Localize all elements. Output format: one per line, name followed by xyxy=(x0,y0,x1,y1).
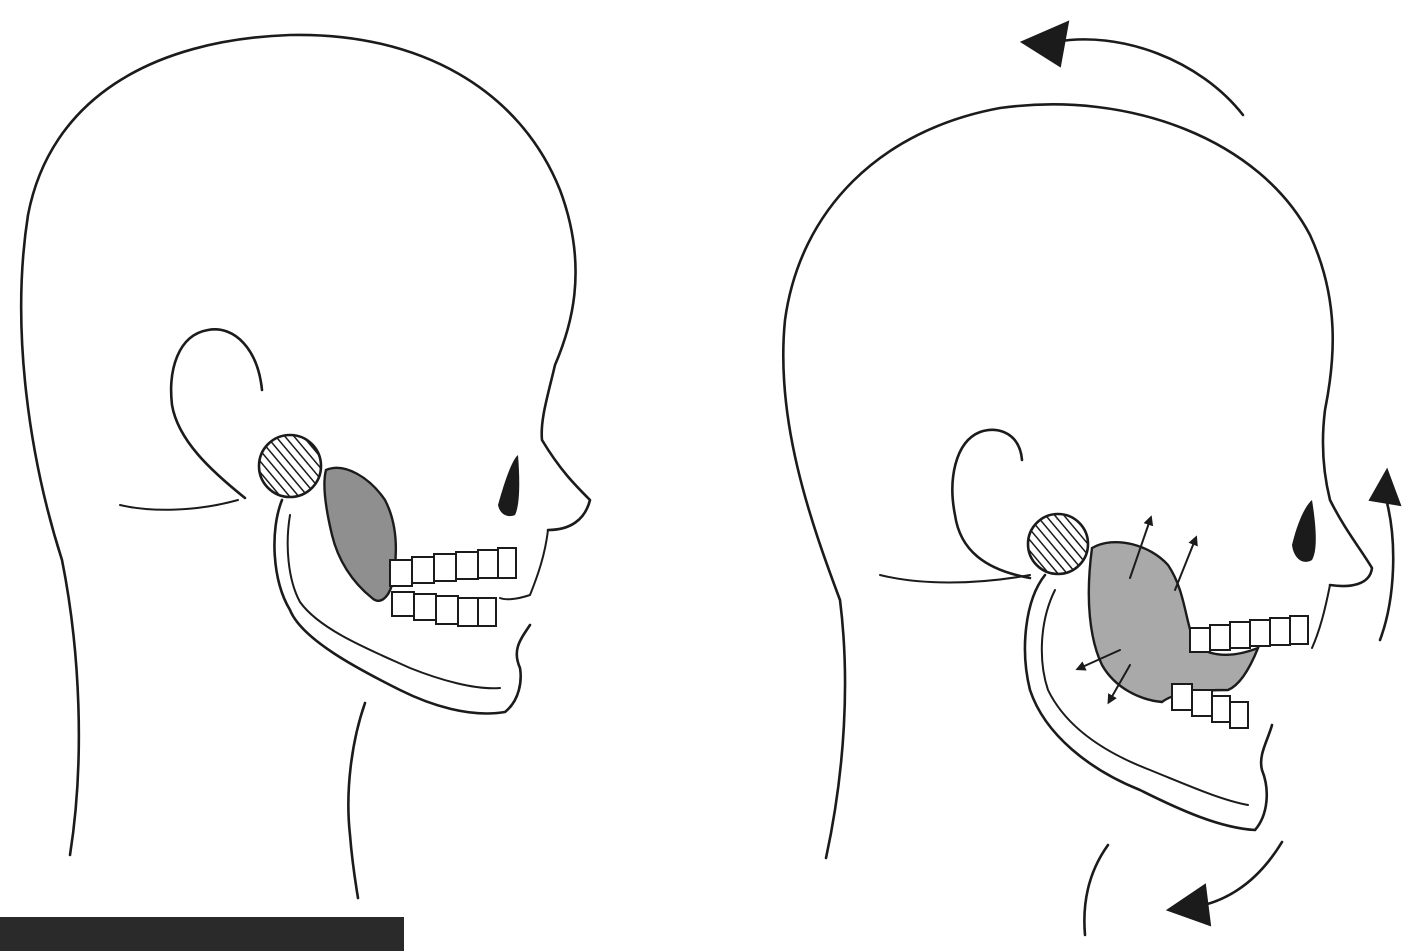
neck-back xyxy=(120,500,238,510)
masseter-muscle xyxy=(324,468,395,601)
rotation-arrow-icon xyxy=(1022,22,1243,115)
neck-front xyxy=(348,703,365,898)
hatched-joint-icon xyxy=(259,435,321,497)
rotation-arrow-icon xyxy=(1370,470,1400,640)
upper-teeth xyxy=(1190,616,1308,652)
bottom-bar xyxy=(0,917,404,951)
upper-teeth xyxy=(390,548,516,586)
lower-teeth xyxy=(1172,684,1248,728)
nostril xyxy=(1292,500,1316,562)
neck-back xyxy=(880,575,1030,583)
lower-teeth xyxy=(392,592,496,626)
ear xyxy=(171,329,262,498)
nostril xyxy=(498,455,519,516)
hatched-joint-icon xyxy=(1028,514,1088,574)
ear xyxy=(952,430,1030,578)
head-closed-jaw xyxy=(21,35,590,898)
head-outline xyxy=(783,104,1372,858)
upper-lip-line xyxy=(1312,585,1330,648)
neck-front xyxy=(1084,845,1108,935)
head-open-jaw xyxy=(783,104,1372,935)
rotation-arrow-icon xyxy=(1168,842,1282,925)
